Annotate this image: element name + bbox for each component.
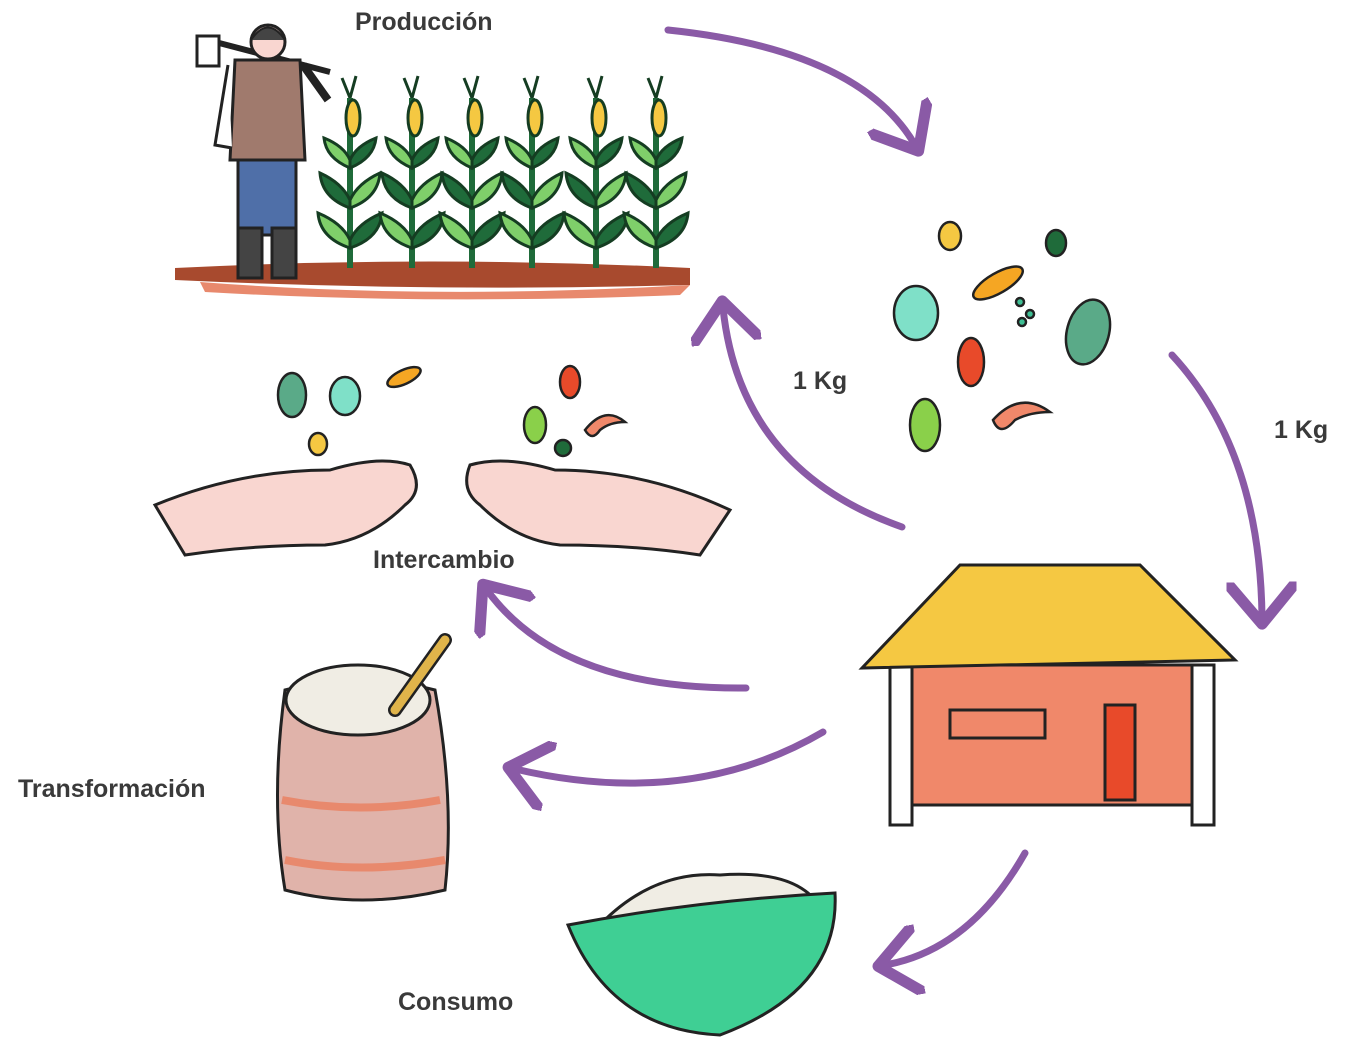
hands-icon <box>155 363 730 555</box>
arrow-house-to-consumo <box>885 853 1025 965</box>
label-transformacion: Transformación <box>18 775 206 804</box>
corn-plants-icon <box>318 76 688 268</box>
house-icon <box>862 565 1235 825</box>
arrow-house-to-intercambio <box>487 590 746 688</box>
arrow-seeds-to-house <box>1172 355 1262 617</box>
seeds-icon <box>894 222 1117 451</box>
farmer-icon <box>175 25 690 299</box>
label-kg-left: 1 Kg <box>793 367 847 396</box>
label-consumo: Consumo <box>398 988 513 1017</box>
flour-sack-icon <box>278 640 449 900</box>
arrow-produccion-to-seeds <box>668 30 915 145</box>
arrow-house-to-produccion <box>723 308 902 527</box>
label-produccion: Producción <box>355 8 493 37</box>
label-intercambio: Intercambio <box>373 546 515 575</box>
arrow-house-to-transformacion <box>515 732 823 783</box>
bowl-icon <box>568 874 835 1035</box>
label-kg-right: 1 Kg <box>1274 416 1328 445</box>
